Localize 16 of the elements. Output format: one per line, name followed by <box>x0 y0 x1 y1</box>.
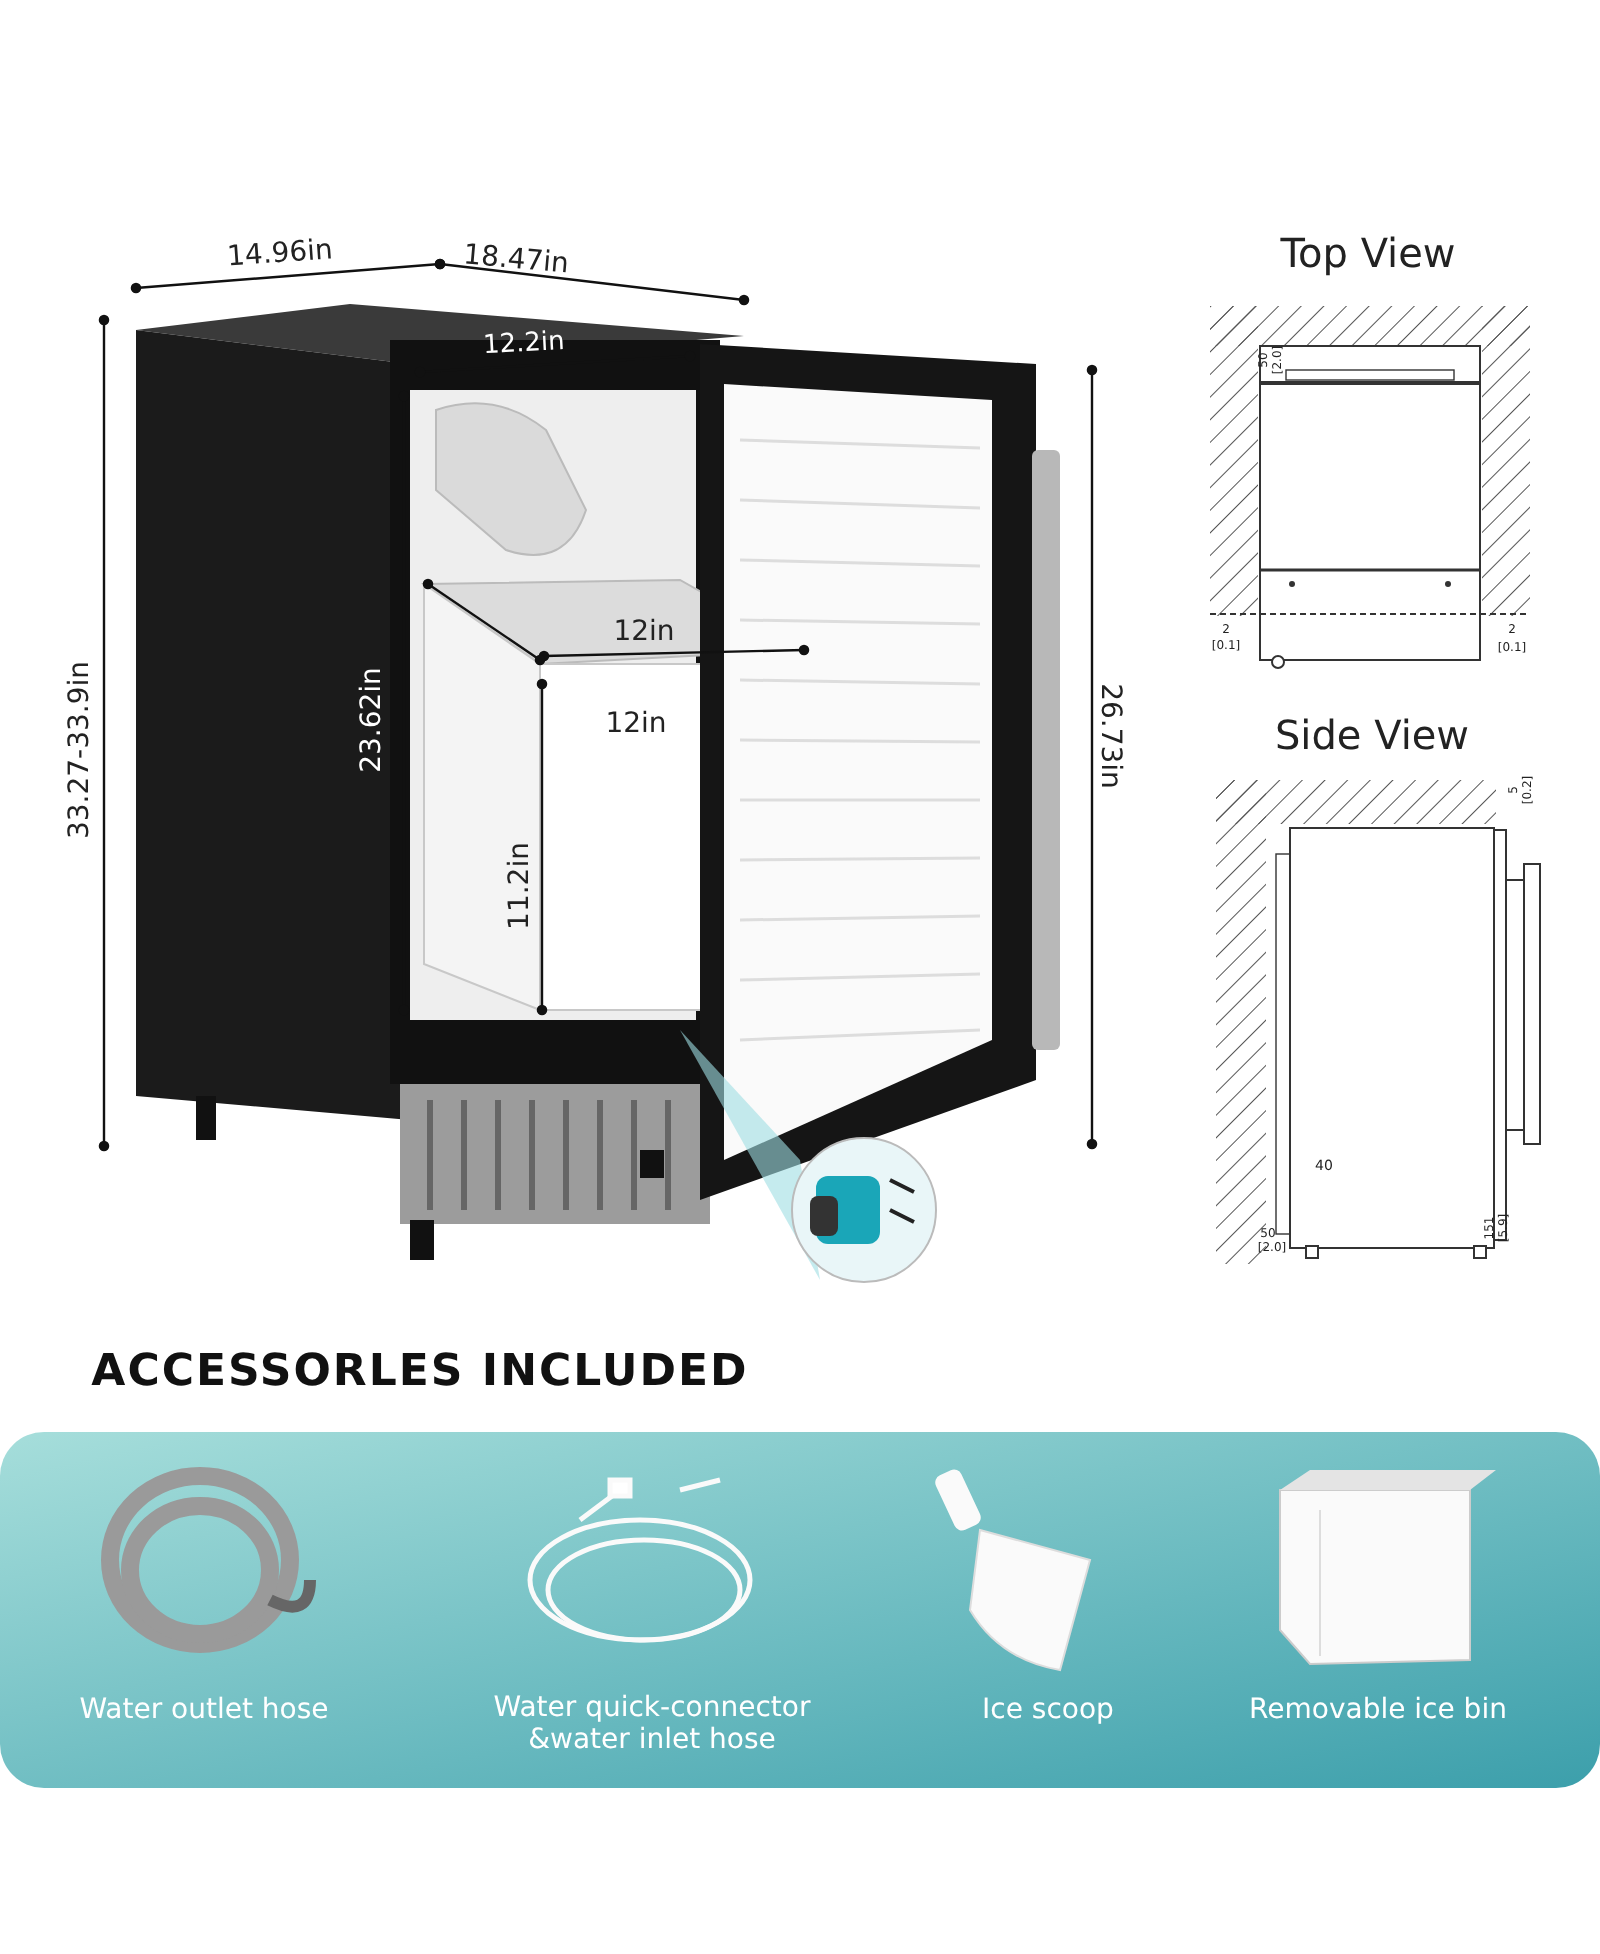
accessory-label: Water quick-connector &water inlet hose <box>491 1691 813 1757</box>
accessory-label: Ice scoop <box>982 1693 1114 1727</box>
view-heading: Top View <box>1280 231 1456 277</box>
section-heading: ACCESSORLES INCLUDED <box>91 1346 749 1398</box>
accessory-label: Water outlet hose <box>79 1693 329 1727</box>
dimension-label: 14.96in <box>226 234 334 274</box>
accessory-label: Removable ice bin <box>1249 1693 1507 1727</box>
dimension-label: 18.47in <box>461 239 571 281</box>
dimension-label: 11.2in <box>503 842 537 930</box>
dimension-label: 12in <box>613 615 675 649</box>
dimension-label: 12in <box>605 707 667 741</box>
dimension-label: 33.27-33.9in <box>63 660 97 840</box>
view-heading: Side View <box>1274 713 1470 759</box>
dimension-label: 26.73in <box>1093 683 1127 789</box>
dimension-label: 12.2in <box>482 328 566 364</box>
dimension-label: 23.62in <box>355 667 389 773</box>
